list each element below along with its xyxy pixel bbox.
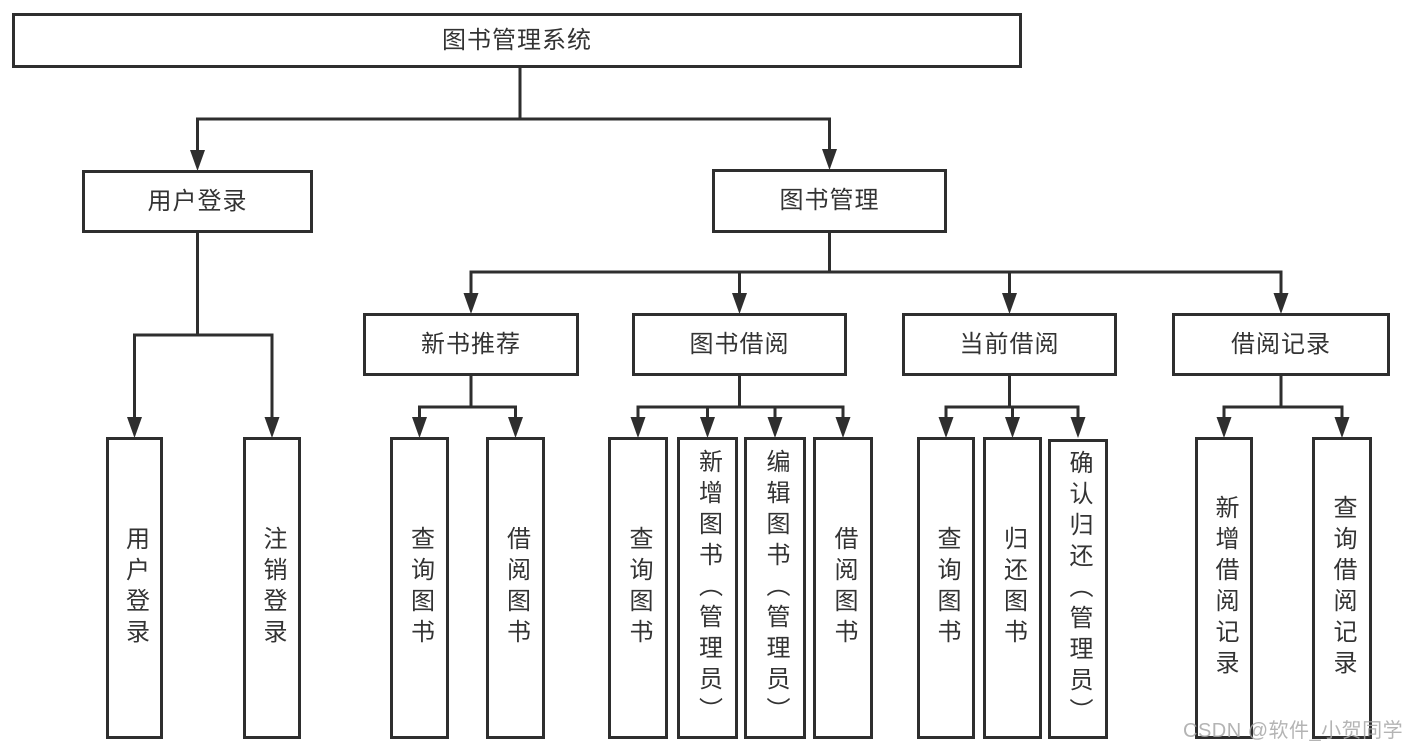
arrowhead-icon xyxy=(767,417,783,438)
node-label: 查询图书 xyxy=(406,526,434,650)
node-book-borrow: 图书借阅 xyxy=(632,313,847,376)
node-nb-borrow: 借阅图书 xyxy=(486,437,545,739)
arrowhead-icon xyxy=(1216,417,1232,438)
connector-root-to-level2 xyxy=(190,66,837,171)
arrowhead-icon xyxy=(412,417,427,438)
node-bb-add: 新增图书（管理员） xyxy=(677,437,738,739)
connector-current-borrow-children xyxy=(938,374,1086,438)
node-nb-query: 查询图书 xyxy=(390,437,449,739)
node-cb-confirm: 确认归还（管理员） xyxy=(1048,439,1108,739)
node-label: 确认归还（管理员） xyxy=(1065,449,1092,729)
arrowhead-icon xyxy=(822,149,837,170)
node-current-borrow: 当前借阅 xyxy=(902,313,1117,376)
watermark: CSDN @软件_小贺同学 xyxy=(1183,720,1404,742)
arrowhead-icon xyxy=(190,150,205,171)
arrowhead-icon xyxy=(1273,293,1289,314)
node-label: 新增借阅记录 xyxy=(1211,495,1238,681)
node-bb-query: 查询图书 xyxy=(608,437,668,739)
node-bb-borrow: 借阅图书 xyxy=(813,437,873,739)
node-label: 查询图书 xyxy=(625,526,652,650)
node-label: 归还图书 xyxy=(999,526,1027,650)
node-label: 借阅图书 xyxy=(502,526,530,650)
arrowhead-icon xyxy=(700,417,715,438)
node-label: 新书推荐 xyxy=(421,330,521,358)
arrowhead-icon xyxy=(463,293,479,314)
connector-book-borrow-children xyxy=(630,374,851,438)
node-label: 图书管理系统 xyxy=(442,26,592,54)
node-cb-query: 查询图书 xyxy=(917,437,975,739)
node-root: 图书管理系统 xyxy=(12,13,1022,68)
node-user-login: 用户登录 xyxy=(82,170,313,233)
connector-user-login-children xyxy=(127,231,280,438)
arrowhead-icon xyxy=(127,417,142,438)
node-label: 图书管理 xyxy=(779,187,880,214)
node-borrow-record: 借阅记录 xyxy=(1172,313,1390,376)
node-label: 借阅记录 xyxy=(1231,330,1331,358)
node-label: 当前借阅 xyxy=(959,330,1060,358)
connector-new-book-recommend-children xyxy=(412,374,523,438)
node-new-book-recommend: 新书推荐 xyxy=(363,313,579,376)
node-user-login-leaf: 用户登录 xyxy=(106,437,163,739)
node-label: 用户登录 xyxy=(121,526,149,650)
node-logout: 注销登录 xyxy=(243,437,301,739)
node-label: 图书借阅 xyxy=(689,330,790,358)
node-br-add: 新增借阅记录 xyxy=(1195,437,1253,739)
arrowhead-icon xyxy=(1005,417,1020,438)
arrowhead-icon xyxy=(835,417,851,438)
connector-borrow-record-children xyxy=(1216,374,1350,438)
node-label: 新增图书（管理员） xyxy=(694,448,722,728)
node-label: 借阅图书 xyxy=(830,526,857,650)
node-cb-return: 归还图书 xyxy=(983,437,1042,739)
arrowhead-icon xyxy=(1002,293,1017,314)
arrowhead-icon xyxy=(1334,417,1350,438)
connector-book-mgmt-children xyxy=(463,231,1289,314)
node-br-query: 查询借阅记录 xyxy=(1312,437,1372,739)
node-label: 查询借阅记录 xyxy=(1329,495,1356,681)
arrowhead-icon xyxy=(630,417,646,438)
node-label: 编辑图书（管理员） xyxy=(762,448,789,728)
arrowhead-icon xyxy=(264,417,280,438)
arrowhead-icon xyxy=(938,417,954,438)
node-book-mgmt: 图书管理 xyxy=(712,169,947,233)
arrowhead-icon xyxy=(732,293,747,314)
node-label: 查询图书 xyxy=(933,526,960,650)
node-label: 注销登录 xyxy=(259,526,286,650)
arrowhead-icon xyxy=(508,417,523,438)
node-bb-edit: 编辑图书（管理员） xyxy=(744,437,806,739)
arrowhead-icon xyxy=(1070,417,1086,438)
node-label: 用户登录 xyxy=(147,187,248,215)
